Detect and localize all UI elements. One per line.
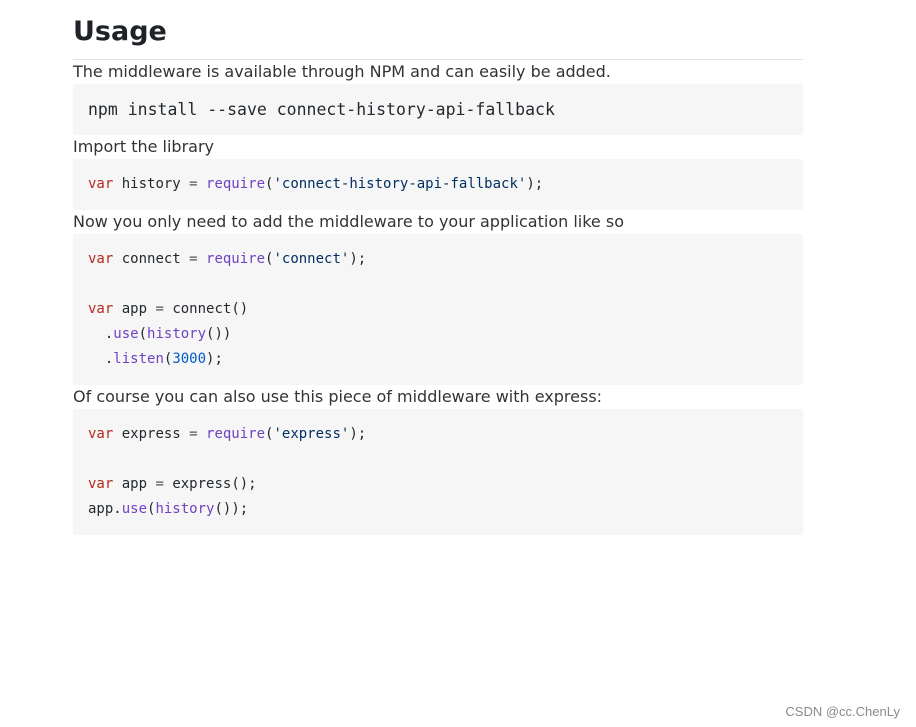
express-code-block[interactable]: var express = require('express');var app… — [73, 409, 803, 535]
intro-paragraph: The middleware is available through NPM … — [73, 62, 611, 81]
express-paragraph: Of course you can also use this piece of… — [73, 387, 603, 406]
punctuation: ( — [138, 326, 148, 342]
punctuation: ()); — [214, 501, 249, 517]
readme-content: Usage The middleware is available throug… — [73, 0, 803, 535]
code-line: app.use(history()); — [88, 497, 788, 522]
punctuation: ( — [265, 176, 274, 192]
punctuation: ( — [265, 251, 274, 267]
identifier: history — [113, 176, 190, 192]
keyword: var — [88, 476, 114, 492]
connect-paragraph: Now you only need to add the middleware … — [73, 212, 624, 231]
punctuation: ); — [526, 176, 544, 192]
operator: = — [189, 251, 198, 267]
code-line: var app = connect() — [88, 297, 788, 322]
identifier: connect — [113, 251, 190, 267]
operator: = — [189, 176, 198, 192]
function-name: history — [155, 501, 215, 517]
keyword: var — [88, 426, 114, 442]
code-line-blank — [88, 447, 788, 472]
number-literal: 3000 — [172, 351, 207, 367]
install-code-block[interactable]: npm install --save connect-history-api-f… — [73, 84, 803, 135]
code-line: var connect = require('connect'); — [88, 247, 788, 272]
identifier: app — [113, 301, 156, 317]
keyword: var — [88, 251, 114, 267]
code-line: var history = require('connect-history-a… — [88, 172, 788, 197]
string-literal: 'connect' — [273, 251, 350, 267]
csdn-watermark: CSDN @cc.ChenLy — [785, 704, 900, 719]
function-name: use — [121, 501, 148, 517]
keyword: var — [88, 176, 114, 192]
punctuation: ( — [147, 501, 156, 517]
punctuation: ( — [265, 426, 274, 442]
string-literal: 'connect-history-api-fallback' — [273, 176, 527, 192]
install-command: npm install --save connect-history-api-f… — [88, 100, 555, 119]
code-line: var app = express(); — [88, 472, 788, 497]
function-name: require — [197, 251, 266, 267]
identifier: express — [113, 426, 190, 442]
function-name: history — [147, 326, 207, 342]
operator: = — [189, 426, 198, 442]
call-expression: express(); — [163, 476, 257, 492]
code-line: .listen(3000); — [88, 347, 788, 372]
function-name: listen — [113, 351, 164, 367]
punctuation: ); — [206, 351, 223, 367]
identifier: app — [113, 476, 156, 492]
code-line: var express = require('express'); — [88, 422, 788, 447]
punctuation: . — [88, 351, 114, 367]
punctuation: ()) — [206, 326, 232, 342]
call-expression: connect() — [163, 301, 249, 317]
punctuation: ); — [349, 251, 367, 267]
identifier: app. — [88, 501, 122, 517]
operator: = — [155, 476, 164, 492]
string-literal: 'express' — [273, 426, 350, 442]
function-name: use — [113, 326, 139, 342]
code-line-blank — [88, 272, 788, 297]
operator: = — [155, 301, 164, 317]
keyword: var — [88, 301, 114, 317]
connect-code-block[interactable]: var connect = require('connect');var app… — [73, 234, 803, 385]
function-name: require — [197, 426, 266, 442]
punctuation: . — [88, 326, 114, 342]
usage-heading: Usage — [73, 14, 803, 60]
import-paragraph: Import the library — [73, 137, 215, 156]
function-name: require — [197, 176, 266, 192]
punctuation: ( — [163, 351, 173, 367]
code-line: .use(history()) — [88, 322, 788, 347]
import-code-block[interactable]: var history = require('connect-history-a… — [73, 159, 803, 210]
punctuation: ); — [349, 426, 367, 442]
